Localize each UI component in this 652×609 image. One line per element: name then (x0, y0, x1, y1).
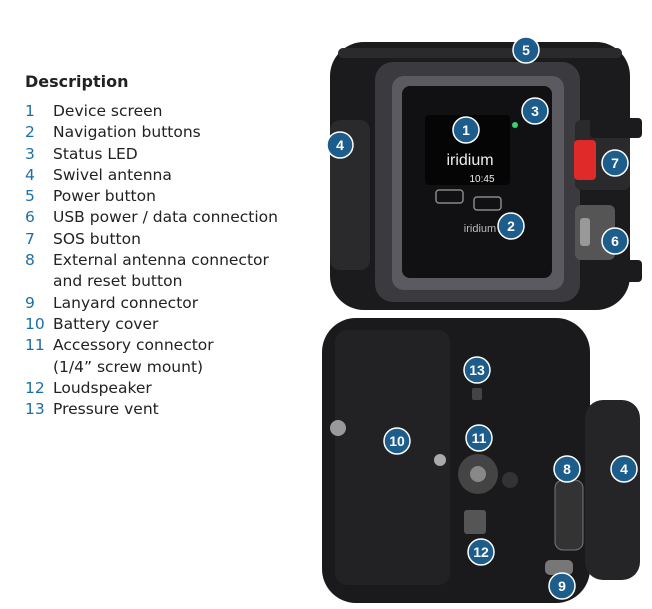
callout-number: 5 (522, 42, 530, 58)
callout-number: 10 (389, 433, 405, 449)
callout-circle (467, 538, 495, 566)
callout-circle (610, 455, 638, 483)
loudspeaker (464, 510, 486, 534)
description-item: 2 Navigation buttons (25, 122, 278, 143)
callout-circle (521, 97, 549, 125)
callout-8: 8 (553, 455, 581, 483)
callout-10: 10 (383, 427, 411, 455)
callout-9: 9 (548, 572, 576, 600)
description-heading: Description (25, 72, 129, 91)
item-number: 10 (25, 314, 45, 333)
item-number: 1 (25, 102, 35, 120)
device-screen (425, 115, 510, 185)
description-item: 8 External antenna connector and reset bu… (25, 250, 278, 293)
description-item: 1 Device screen (25, 101, 278, 122)
item-number: 11 (25, 336, 45, 355)
description-item: 4 Swivel antenna (25, 165, 278, 186)
callout-4: 4 (610, 455, 638, 483)
callout-circle (463, 356, 491, 384)
item-number: 9 (25, 293, 35, 312)
item-label: SOS button (53, 229, 141, 248)
item-label: Swivel antenna (53, 165, 172, 184)
callout-circle (601, 227, 629, 255)
item-label: Status LED (53, 144, 138, 163)
item-label: External antenna connector and reset but… (53, 251, 269, 291)
description-item: 5 Power button (25, 186, 278, 207)
item-number: 8 (25, 251, 35, 270)
callout-number: 13 (469, 362, 485, 378)
bezel-logo: iridium (464, 223, 496, 235)
description-item: 6 USB power / data connection (25, 207, 278, 228)
callout-circle (553, 455, 581, 483)
callout-number: 12 (473, 544, 489, 560)
device-back (322, 318, 640, 603)
battery-cover (335, 330, 450, 585)
callout-11: 11 (465, 424, 493, 452)
screen-logo: iridium (446, 152, 493, 169)
callout-6: 6 (601, 227, 629, 255)
usb-port (580, 218, 590, 246)
item-label: Device screen (53, 102, 163, 120)
description-item: 7 SOS button (25, 229, 278, 250)
sos-button (574, 140, 596, 180)
item-label: Lanyard connector (53, 293, 199, 312)
callout-number: 1 (462, 122, 470, 138)
callout-5: 5 (512, 36, 540, 64)
item-number: 13 (25, 400, 45, 419)
callout-number: 6 (611, 233, 619, 249)
callout-4: 4 (326, 131, 354, 159)
callout-12: 12 (467, 538, 495, 566)
callout-number: 9 (558, 578, 566, 594)
accessory-connector (470, 466, 486, 482)
callout-number: 8 (563, 461, 571, 477)
item-label: Power button (53, 187, 156, 206)
callout-circle (548, 572, 576, 600)
pressure-vent (472, 388, 482, 400)
callout-circle (601, 149, 629, 177)
callout-circle (465, 424, 493, 452)
callout-number: 4 (336, 137, 344, 153)
description-item: 9 Lanyard connector (25, 293, 278, 314)
callout-13: 13 (463, 356, 491, 384)
item-label: Battery cover (53, 314, 159, 333)
callout-3: 3 (521, 97, 549, 125)
description-item: 12 Loudspeaker (25, 378, 278, 399)
item-number: 7 (25, 229, 35, 248)
callout-2: 2 (497, 212, 525, 240)
callout-number: 7 (611, 155, 619, 171)
screen-time: 10:45 (469, 174, 494, 185)
item-number: 2 (25, 123, 35, 142)
callout-circle (452, 116, 480, 144)
item-label: USB power / data connection (53, 208, 278, 227)
description-item: 11 Accessory connector (1/4” screw mount) (25, 335, 278, 378)
item-number: 6 (25, 208, 35, 227)
item-label: Navigation buttons (53, 123, 201, 142)
description-item: 13 Pressure vent (25, 399, 278, 420)
callout-number: 3 (531, 103, 539, 119)
description-item: 10 Battery cover (25, 314, 278, 335)
item-number: 12 (25, 378, 45, 397)
callout-1: 1 (452, 116, 480, 144)
status-led (512, 122, 518, 128)
callout-number: 11 (472, 430, 487, 446)
item-label: Pressure vent (53, 400, 159, 419)
callout-circle (326, 131, 354, 159)
item-number: 3 (25, 144, 35, 163)
callout-circle (497, 212, 525, 240)
description-list: 1 Device screen 2 Navigation buttons 3 Status… (25, 101, 278, 420)
callout-circle (512, 36, 540, 64)
item-label: Accessory connector (1/4” screw mount) (53, 336, 214, 376)
description-section: Description 1 Device screen 2 Navigation bu… (25, 72, 278, 420)
nav-button-right (473, 196, 502, 211)
item-label: Loudspeaker (53, 378, 152, 397)
nav-button-left (435, 189, 464, 204)
callout-number: 4 (620, 461, 628, 477)
callout-7: 7 (601, 149, 629, 177)
device-front: iridium 10:45 iridium (330, 42, 642, 310)
description-item: 3 Status LED (25, 144, 278, 165)
callout-circle (383, 427, 411, 455)
item-number: 5 (25, 187, 35, 206)
callout-number: 2 (507, 218, 515, 234)
item-number: 4 (25, 165, 35, 184)
